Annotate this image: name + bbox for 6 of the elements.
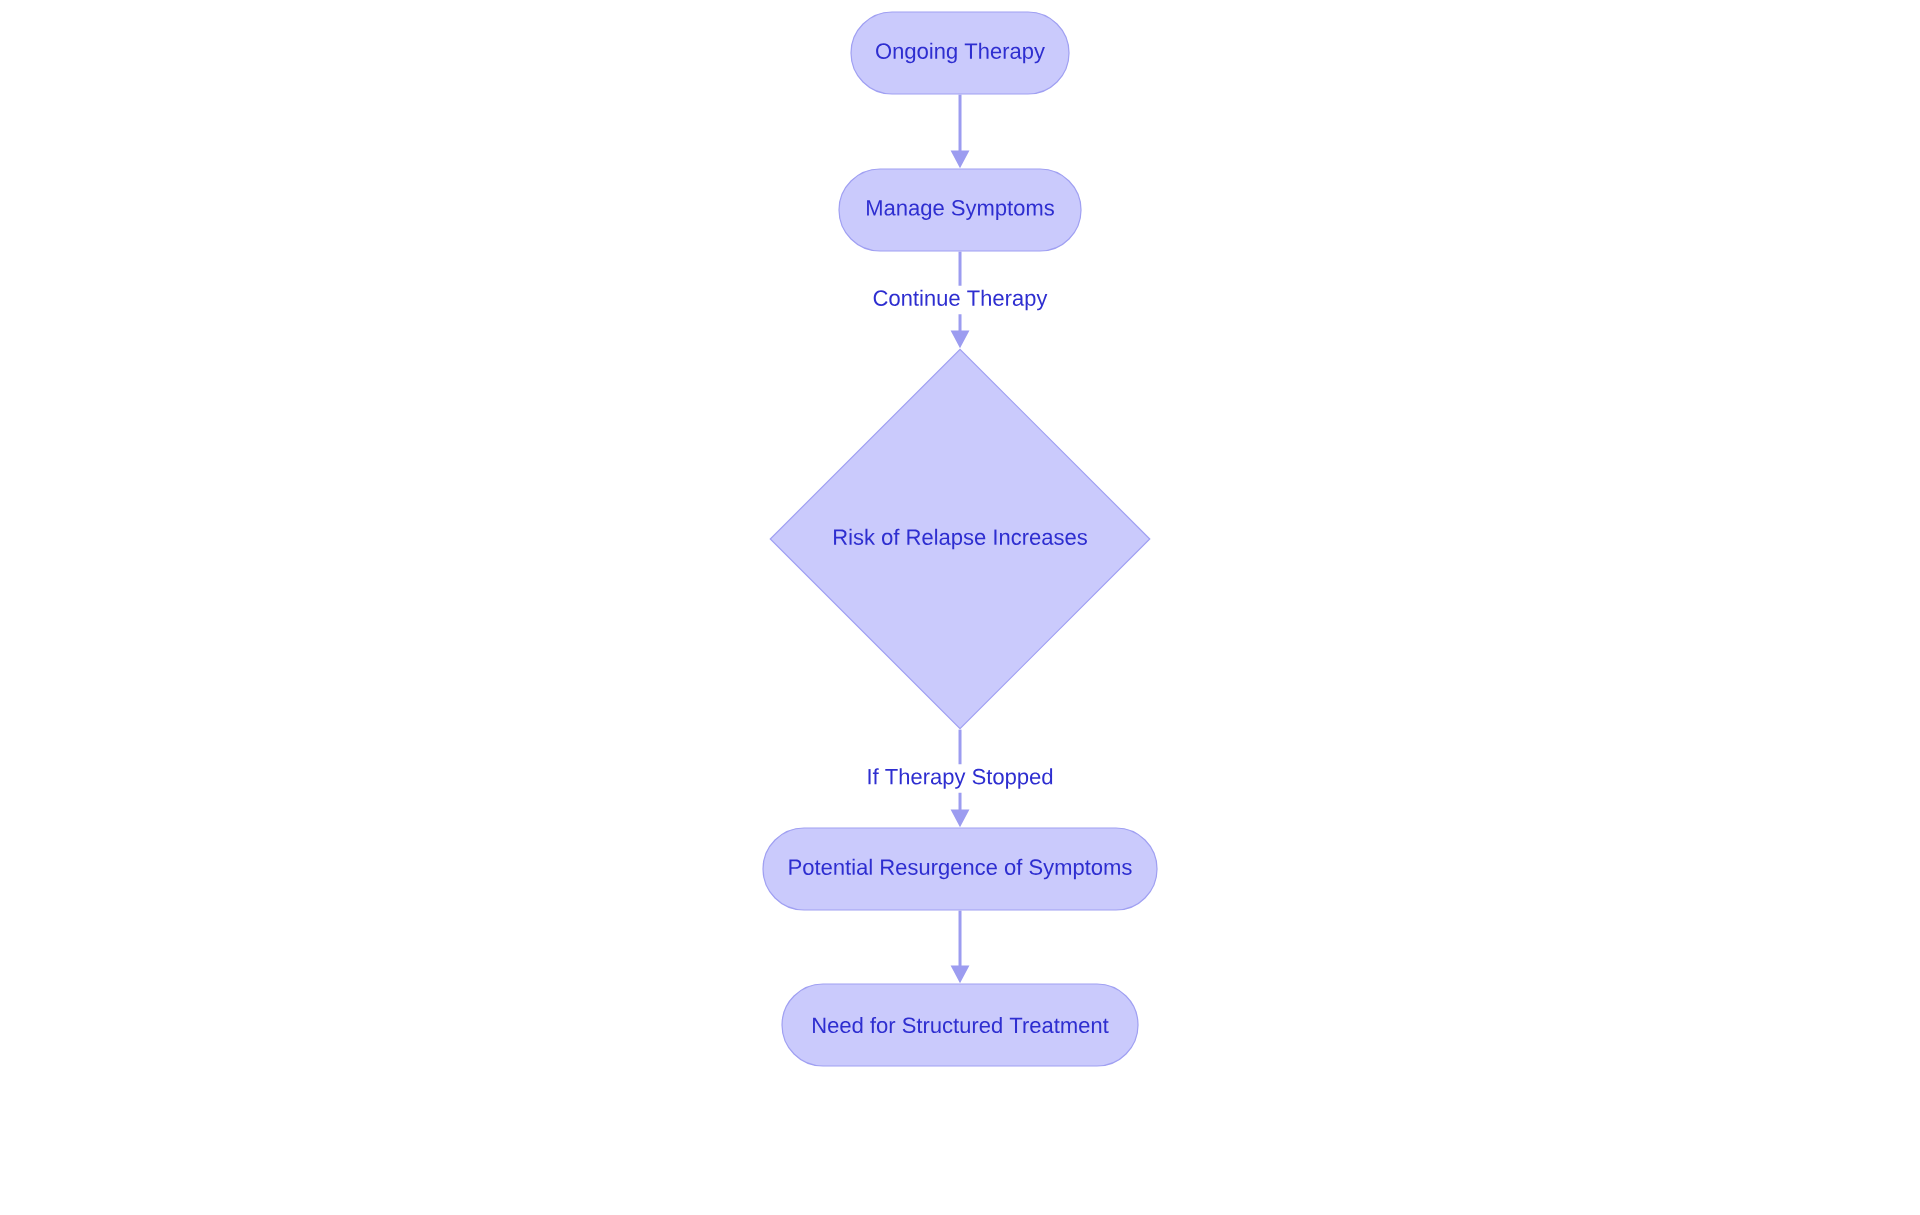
- process-box: Need for Structured Treatment: [781, 983, 1139, 1067]
- process-box: Ongoing Therapy: [850, 11, 1070, 95]
- process-box: Potential Resurgence of Symptoms: [762, 827, 1158, 911]
- process-box: Manage Symptoms: [838, 168, 1082, 252]
- edge-label: If Therapy Stopped: [862, 764, 1058, 793]
- edge-label: Continue Therapy: [868, 285, 1052, 315]
